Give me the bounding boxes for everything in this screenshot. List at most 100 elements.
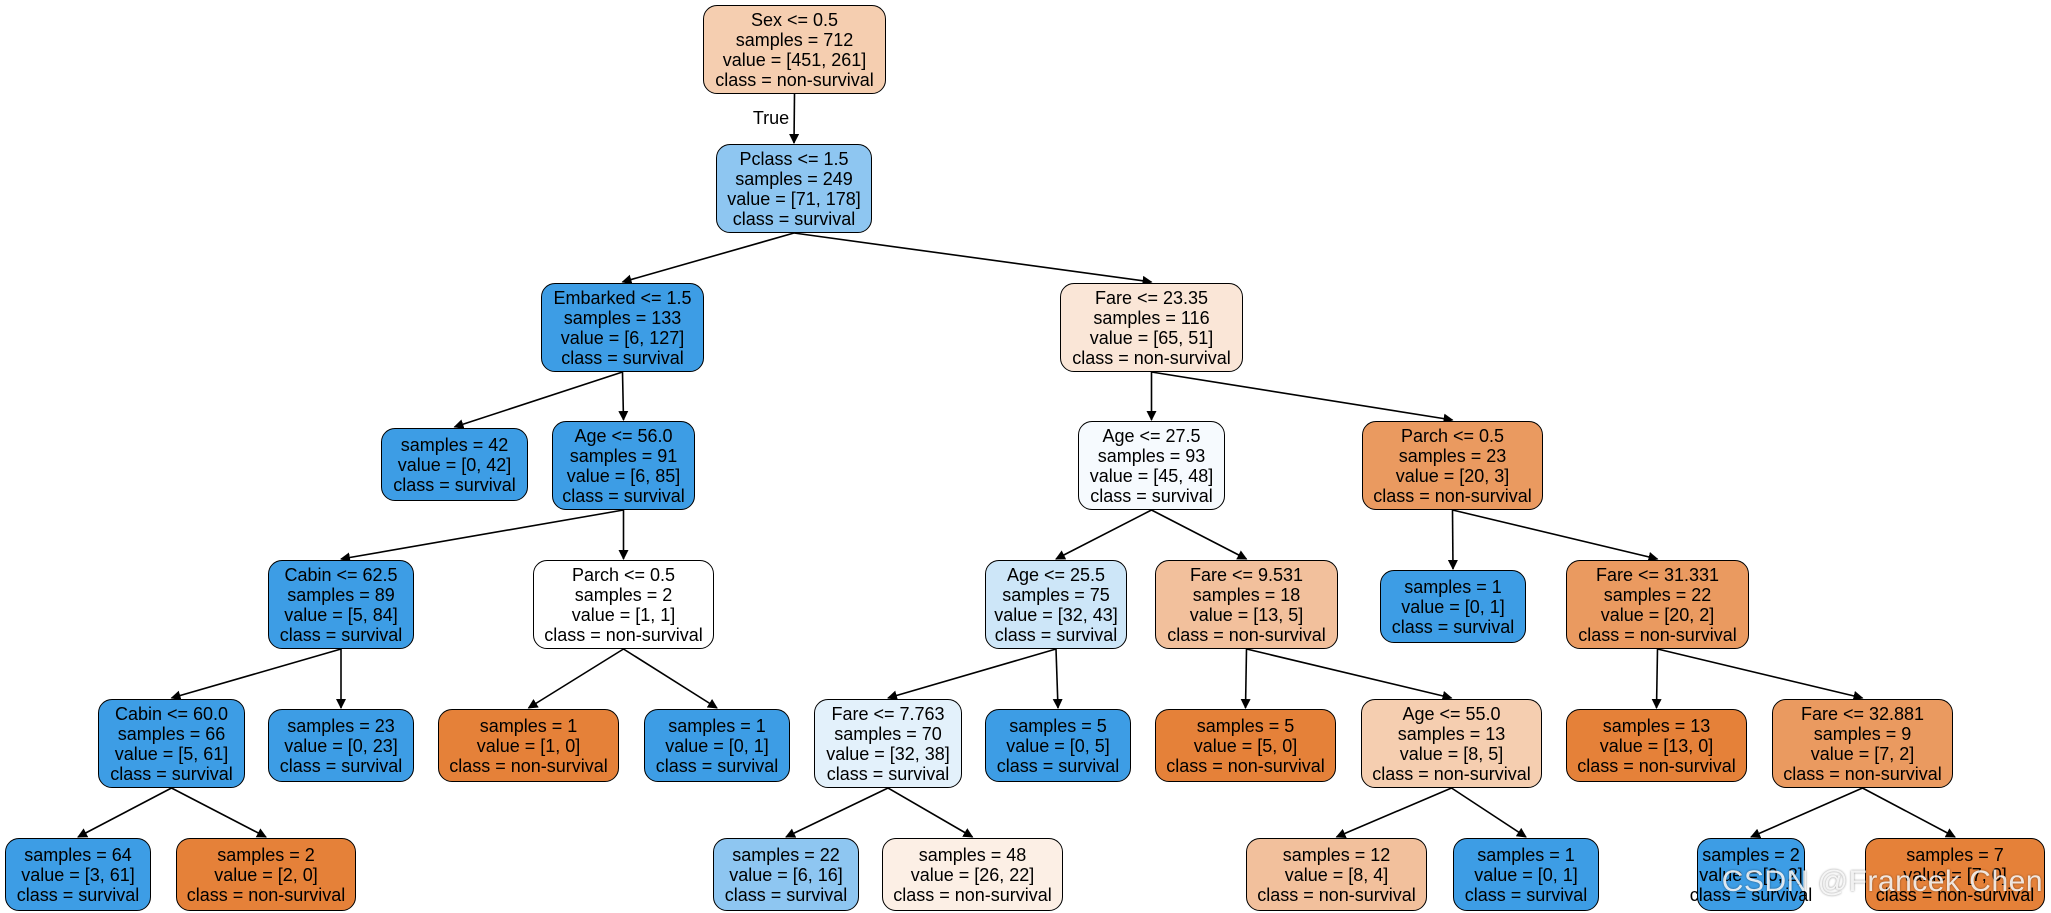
node-class: class = survival bbox=[110, 763, 233, 784]
node-value: value = [6, 127] bbox=[560, 327, 685, 348]
node-value: value = [1, 0] bbox=[476, 735, 581, 756]
node-split-condition: Embarked <= 1.5 bbox=[553, 287, 692, 308]
node-samples: samples = 22 bbox=[1603, 584, 1712, 605]
node-class: class = survival bbox=[561, 347, 684, 368]
tree-edge bbox=[618, 371, 629, 421]
node-samples: samples = 712 bbox=[735, 29, 854, 50]
node-samples: samples = 22 bbox=[732, 844, 840, 865]
tree-edge bbox=[1657, 648, 1864, 701]
node-class: class = survival bbox=[1391, 616, 1515, 637]
node-value: value = [13, 0] bbox=[1599, 735, 1714, 756]
node-class: class = survival bbox=[826, 763, 950, 784]
node-samples: samples = 12 bbox=[1282, 844, 1391, 865]
node-split-condition: Parch <= 0.5 bbox=[571, 564, 676, 585]
node-samples: samples = 75 bbox=[1002, 584, 1110, 605]
node-class: class = non-survival bbox=[1257, 884, 1416, 905]
node-samples: samples = 1 bbox=[1477, 844, 1575, 865]
node-samples: samples = 93 bbox=[1097, 445, 1206, 466]
node-value: value = [6, 85] bbox=[566, 465, 681, 486]
node-class: class = survival bbox=[1464, 884, 1588, 905]
node-value: value = [65, 51] bbox=[1089, 327, 1214, 348]
node-class: class = survival bbox=[16, 884, 140, 905]
node-split-condition: Age <= 25.5 bbox=[1006, 564, 1106, 585]
node-samples: samples = 42 bbox=[400, 434, 509, 455]
node-class: class = non-survival bbox=[1875, 884, 2035, 905]
tree-edge bbox=[1447, 509, 1458, 570]
node-value: value = [5, 0] bbox=[1193, 735, 1298, 756]
node-value: value = [20, 3] bbox=[1395, 465, 1510, 486]
node-value: value = [7, 2] bbox=[1810, 743, 1915, 764]
node-value: value = [451, 261] bbox=[722, 49, 867, 70]
tree-edge bbox=[527, 648, 624, 709]
node-samples: samples = 249 bbox=[735, 168, 853, 189]
node-value: value = [71, 178] bbox=[727, 188, 861, 209]
node-samples: samples = 64 bbox=[24, 844, 132, 865]
node-class: class = survival bbox=[655, 755, 779, 776]
tree-edge bbox=[793, 232, 1153, 286]
node-samples: samples = 116 bbox=[1093, 307, 1210, 328]
node-value: value = [32, 43] bbox=[994, 604, 1118, 625]
node-class: class = non-survival bbox=[1373, 485, 1532, 506]
tree-edge bbox=[77, 787, 172, 838]
node-value: value = [6, 16] bbox=[729, 864, 843, 885]
node-value: value = [3, 61] bbox=[21, 864, 135, 885]
node-value: value = [8, 4] bbox=[1284, 864, 1389, 885]
node-value: value = [0, 42] bbox=[397, 454, 512, 475]
node-split-condition: Sex <= 0.5 bbox=[750, 9, 839, 30]
node-split-condition: Parch <= 0.5 bbox=[1400, 425, 1505, 446]
tree-edge bbox=[171, 787, 267, 838]
node-samples: samples = 70 bbox=[834, 723, 942, 744]
tree-edge bbox=[785, 787, 889, 838]
node-samples: samples = 13 bbox=[1397, 723, 1506, 744]
node-class: class = non-survival bbox=[1166, 755, 1325, 776]
node-samples: samples = 23 bbox=[287, 715, 395, 736]
node-value: value = [0, 23] bbox=[284, 735, 398, 756]
tree-edge bbox=[1151, 371, 1454, 424]
tree-edge bbox=[1055, 509, 1152, 560]
node-samples: samples = 1 bbox=[1404, 576, 1502, 597]
node-samples: samples = 9 bbox=[1813, 723, 1912, 744]
node-samples: samples = 1 bbox=[479, 715, 578, 736]
tree-edge bbox=[1651, 648, 1662, 709]
tree-edge bbox=[1335, 787, 1452, 839]
node-value: value = [0, 1] bbox=[665, 735, 769, 756]
node-split-condition: Fare <= 9.531 bbox=[1189, 564, 1304, 585]
node-value: value = [26, 22] bbox=[910, 864, 1035, 885]
tree-edge bbox=[1240, 648, 1251, 709]
node-samples: samples = 1 bbox=[668, 715, 766, 736]
node-class: class = non-survival bbox=[544, 624, 703, 645]
edge-label-true: True bbox=[753, 108, 789, 128]
tree-edge bbox=[789, 93, 800, 144]
node-value: value = [2, 0] bbox=[214, 864, 318, 885]
node-samples: samples = 5 bbox=[1196, 715, 1295, 736]
node-class: class = survival bbox=[1689, 884, 1813, 905]
node-samples: samples = 13 bbox=[1602, 715, 1711, 736]
node-class: class = non-survival bbox=[449, 755, 608, 776]
node-samples: samples = 66 bbox=[117, 723, 226, 744]
node-class: class = survival bbox=[724, 884, 848, 905]
tree-edge bbox=[453, 371, 623, 429]
node-split-condition: Age <= 55.0 bbox=[1402, 703, 1501, 724]
node-class: class = non-survival bbox=[1783, 763, 1942, 784]
node-class: class = survival bbox=[732, 208, 856, 229]
node-class: class = non-survival bbox=[1372, 763, 1531, 784]
